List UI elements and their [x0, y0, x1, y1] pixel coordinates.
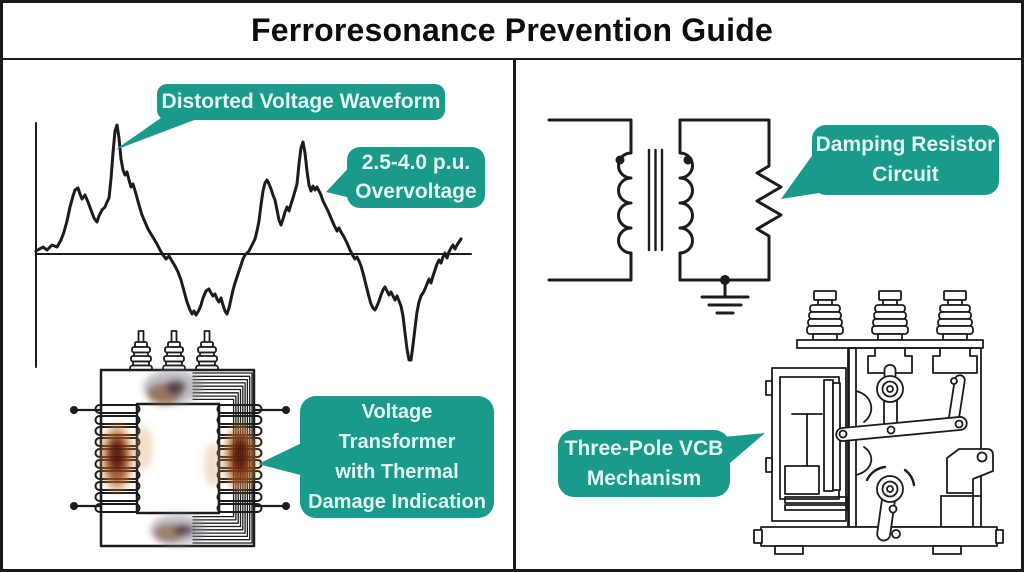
transformer-bushing-2	[162, 330, 186, 373]
tail-distorted-waveform	[115, 113, 213, 150]
core-lines	[647, 148, 664, 252]
callout-overvoltage: 2.5-4.0 p.u. Overvoltage	[347, 147, 485, 208]
vcb-left-cabinet	[765, 367, 848, 522]
voltage-waveform-trace	[34, 123, 463, 362]
secondary-winding	[678, 118, 694, 282]
callout-voltage-transformer: Voltage Transformer with Thermal Damage …	[300, 396, 494, 518]
waveform-figure	[34, 122, 472, 368]
voltage-transformer-figure	[70, 330, 290, 548]
damping-resistor	[678, 118, 783, 282]
transformer-bushing-3	[195, 330, 219, 373]
vcb-main-link-bar	[835, 416, 968, 442]
callout-distorted-waveform: Distorted Voltage Waveform	[157, 84, 445, 120]
tail-damping-resistor	[781, 146, 819, 199]
transformer-terminals	[70, 406, 290, 510]
vcb-top-rail	[796, 339, 984, 349]
page-title: Ferroresonance Prevention Guide	[251, 12, 773, 48]
vcb-pivots	[865, 375, 916, 503]
callout-text: with Thermal	[335, 461, 459, 483]
vcb-bushing-3	[936, 290, 974, 341]
callout-text: Damping Resistor	[815, 133, 996, 157]
callout-damping-resistor: Damping Resistor Circuit	[812, 125, 999, 195]
callout-text: Overvoltage	[355, 179, 477, 203]
diagram-art	[34, 113, 1004, 555]
primary-winding	[547, 118, 633, 282]
thermal-damage-blobs	[100, 370, 257, 546]
transformer-bushing-1	[129, 330, 153, 373]
polarity-dot-primary	[615, 155, 625, 165]
callout-text: Voltage	[361, 401, 433, 423]
callout-text: 2.5-4.0 p.u.	[361, 150, 471, 174]
title-bar: Ferroresonance Prevention Guide	[3, 3, 1021, 60]
callout-tails	[115, 113, 819, 477]
callout-text: Distorted Voltage Waveform	[161, 90, 441, 113]
vcb-mechanism-figure	[753, 290, 1004, 555]
tail-vcb-mechanism	[723, 433, 765, 469]
callout-text: Circuit	[872, 163, 939, 186]
vertical-divider	[513, 60, 516, 569]
vcb-right-bracket	[946, 448, 994, 528]
ground-symbol	[700, 278, 750, 315]
transformer-circuit-figure	[547, 118, 783, 315]
polarity-dot-secondary	[683, 155, 693, 165]
callout-vcb-mechanism: Three-Pole VCB Mechanism	[558, 430, 730, 497]
tail-voltage-transformer	[258, 440, 308, 477]
callout-text: Mechanism	[586, 466, 702, 490]
vcb-bushing-2	[871, 290, 909, 341]
callout-text: Damage Indication	[308, 491, 486, 513]
vcb-pedestal-3	[932, 347, 978, 374]
callout-text: Transformer	[338, 431, 456, 453]
vcb-bushing-1	[806, 290, 844, 341]
callout-text: Three-Pole VCB	[564, 436, 724, 460]
